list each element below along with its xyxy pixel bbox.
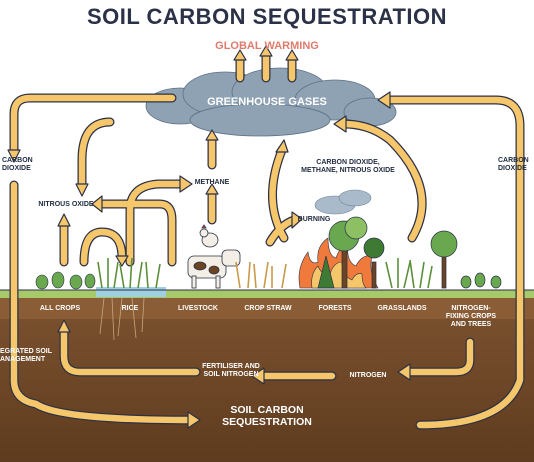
fertiliser-line1: FERTILISER AND bbox=[202, 363, 260, 370]
ground-label-livestock: LIVESTOCK bbox=[178, 305, 218, 312]
all-crops-plants bbox=[35, 271, 96, 290]
carbon-dioxide-right-label: CARBON DIOXIDE bbox=[498, 157, 534, 173]
ground-label-all-crops: ALL CROPS bbox=[39, 305, 81, 312]
carbon-dioxide-left-label: CARBON DIOXIDE bbox=[0, 157, 36, 173]
emissions-label: CARBON DIOXIDE, METHANE, NITROUS OXIDE bbox=[288, 159, 408, 175]
nitrous-oxide-label: NITROUS OXIDE bbox=[38, 201, 94, 208]
emissions-line2: METHANE, NITROUS OXIDE bbox=[301, 167, 395, 175]
ground-label-nitrogen-fixing: NITROGEN- FIXING CROPS AND TREES bbox=[436, 305, 506, 329]
flow-arrows bbox=[9, 49, 525, 430]
livestock bbox=[187, 224, 241, 289]
emissions-line1: CARBON DIOXIDE, bbox=[316, 159, 380, 166]
arrow-heads bbox=[7, 45, 411, 429]
page-title: SOIL CARBON SEQUESTRATION bbox=[86, 4, 448, 29]
fertiliser-label: FERTILISER AND SOIL NITROGEN bbox=[196, 363, 266, 379]
carbon-dioxide-left-line2: DIOXIDE bbox=[2, 165, 31, 173]
sequestration-line1: SOIL CARBON bbox=[230, 404, 304, 416]
ground-strip bbox=[0, 290, 534, 298]
carbon-dioxide-left-line1: CARBON bbox=[2, 157, 33, 164]
rice-water bbox=[96, 287, 166, 297]
sequestration-line2: SEQUESTRATION bbox=[222, 416, 312, 429]
ground-label-grasslands: GRASSLANDS bbox=[377, 305, 427, 312]
burning-label: BURNING bbox=[297, 216, 331, 223]
nitrogen-fixing-line3: AND TREES bbox=[450, 321, 492, 329]
fertiliser-line2: SOIL NITROGEN bbox=[203, 371, 259, 379]
carbon-dioxide-right-line1: CARBON bbox=[498, 157, 529, 164]
ground-label-forests: FORESTS bbox=[318, 305, 352, 312]
burning-smoke bbox=[314, 189, 372, 215]
nitrogen-fixing-plants bbox=[430, 230, 502, 289]
crop-straw bbox=[235, 261, 287, 289]
ground-label-rice: RICE bbox=[121, 305, 139, 312]
roots bbox=[99, 297, 145, 341]
methane-label: METHANE bbox=[194, 179, 230, 186]
nitrogen-fixing-line2: FIXING CROPS bbox=[445, 313, 497, 321]
integrated-soil-label: EGRATED SOIL ANAGEMENT bbox=[0, 348, 56, 364]
global-warming-label: GLOBAL WARMING bbox=[215, 40, 319, 52]
integrated-soil-line1: EGRATED SOIL bbox=[0, 348, 52, 355]
nitrogen-label: NITROGEN bbox=[349, 372, 387, 379]
rice-plants bbox=[97, 257, 161, 289]
nitrogen-fixing-line1: NITROGEN- bbox=[451, 305, 491, 312]
forest-trees bbox=[317, 216, 385, 289]
greenhouse-cloud bbox=[145, 67, 397, 137]
integrated-soil-line2: ANAGEMENT bbox=[0, 356, 46, 364]
soil-carbon-sequestration-label: SOIL CARBON SEQUESTRATION bbox=[187, 404, 347, 428]
carbon-dioxide-right-line2: DIOXIDE bbox=[498, 165, 527, 173]
greenhouse-gases-label: GREENHOUSE GASES bbox=[207, 96, 327, 108]
grassland-grass bbox=[385, 258, 433, 289]
ground-label-crop-straw: CROP STRAW bbox=[244, 305, 292, 312]
